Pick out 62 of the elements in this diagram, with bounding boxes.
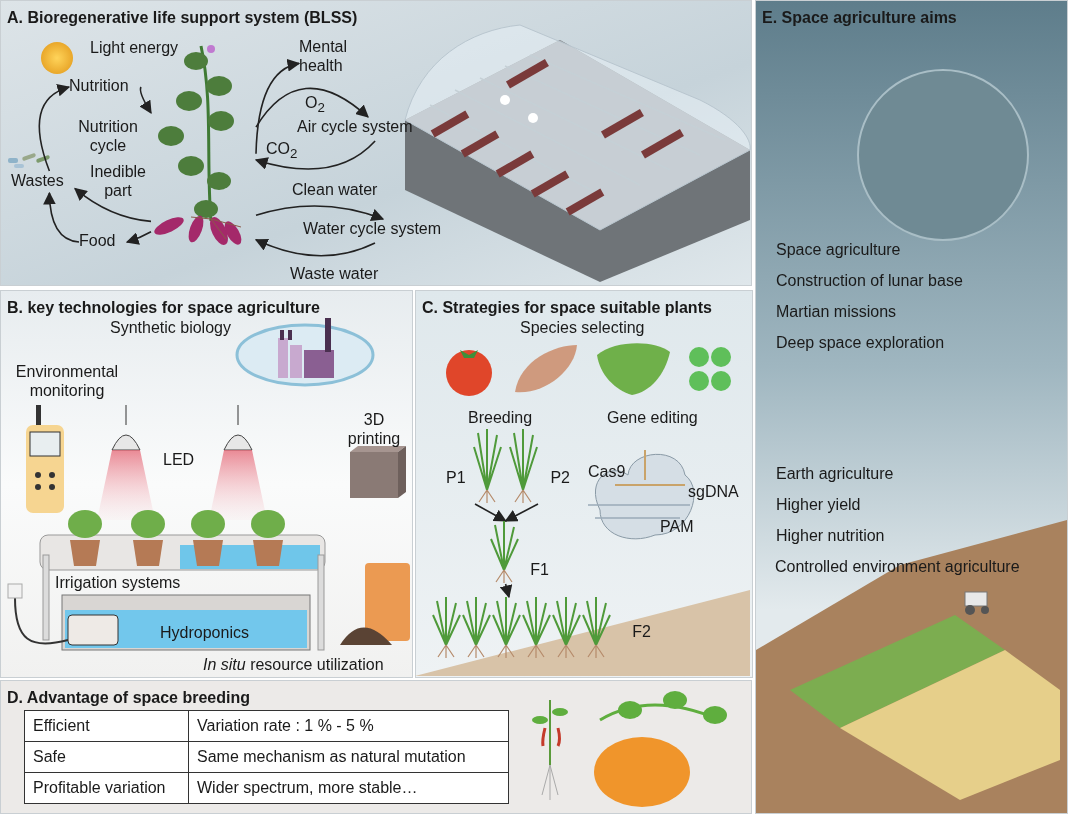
- generation-label: P1: [446, 469, 466, 487]
- technology-label: LED: [163, 450, 196, 469]
- edge-label: CO$_{2}$: [266, 139, 298, 164]
- panel-heading: D. Advantage of space breeding: [7, 689, 250, 707]
- arrow: [254, 238, 376, 257]
- aim-label: Deep space exploration: [776, 333, 946, 352]
- cycle-label: Wastes: [11, 171, 75, 193]
- table-cell: Profitable variation: [24, 772, 189, 804]
- arrow: [499, 583, 513, 599]
- arrow: [125, 230, 152, 245]
- arrow: [38, 84, 71, 172]
- panel-heading: E. Space agriculture aims: [762, 9, 957, 27]
- arrow: [139, 86, 152, 114]
- panel-heading: A. Bioregenerative life support system (BLSS): [7, 9, 358, 27]
- cycle-label: Food: [79, 231, 127, 253]
- edge-label: Inedible part: [88, 162, 147, 200]
- cycle-label: Mental health: [299, 37, 377, 81]
- part-label: PAM: [660, 517, 695, 536]
- table-cell: Wider spectrum, more stable…: [188, 772, 509, 804]
- aim-label: Construction of lunar base: [776, 271, 964, 290]
- generation-label: P2: [550, 469, 570, 487]
- technology-label: 3D printing: [346, 410, 402, 448]
- cycle-label: Nutrition: [69, 76, 141, 98]
- panel-heading: C. Strategies for space suitable plants: [422, 299, 712, 317]
- technology-label: Hydroponics: [160, 623, 250, 642]
- strategy-label: Breeding: [468, 408, 534, 427]
- edge-label: Clean water: [292, 180, 378, 199]
- text-label: Light energy: [90, 38, 180, 57]
- arrow: [474, 503, 507, 522]
- aim-label: Higher nutrition: [776, 526, 886, 545]
- table-cell: Variation rate : 1 % - 5 %: [188, 710, 509, 742]
- aim-label: Space agriculture: [776, 240, 902, 259]
- technology-label: Environmental monitoring: [14, 362, 120, 400]
- arrow: [43, 191, 80, 243]
- edge-label: Waste water: [290, 264, 379, 283]
- aim-label: Earth agriculture: [776, 464, 895, 483]
- technology-label: Irrigation systems: [55, 573, 182, 592]
- aim-label: Martian missions: [776, 302, 898, 321]
- panel-heading: B. key technologies for space agriculture: [7, 299, 320, 317]
- part-label: Cas9: [588, 462, 627, 481]
- strategy-label: Gene editing: [607, 408, 699, 427]
- arrow: [255, 87, 369, 128]
- edge-label: O$_{2}$: [305, 93, 325, 118]
- text-label: Nutrition cycle: [77, 117, 139, 155]
- table-cell: Same mechanism as natural mutation: [188, 741, 509, 773]
- arrow: [254, 140, 376, 170]
- arrow: [504, 503, 539, 522]
- arrow: [255, 60, 301, 155]
- arrow: [74, 187, 152, 223]
- generation-label: F2: [632, 623, 651, 641]
- cycle-label: Air cycle system: [297, 117, 439, 141]
- generation-label: F1: [530, 561, 549, 579]
- cycle-label: Water cycle system: [303, 219, 463, 243]
- part-label: sgDNA: [688, 482, 740, 501]
- technology-label: In situ resource utilization: [203, 655, 385, 674]
- aim-label: Higher yield: [776, 495, 862, 514]
- aim-label: Controlled environment agriculture: [775, 557, 1021, 576]
- technology-label: Synthetic biology: [110, 318, 232, 337]
- table-cell: Safe: [24, 741, 189, 773]
- arrow: [255, 205, 385, 222]
- strategy-label: Species selecting: [520, 318, 646, 337]
- table-cell: Efficient: [24, 710, 189, 742]
